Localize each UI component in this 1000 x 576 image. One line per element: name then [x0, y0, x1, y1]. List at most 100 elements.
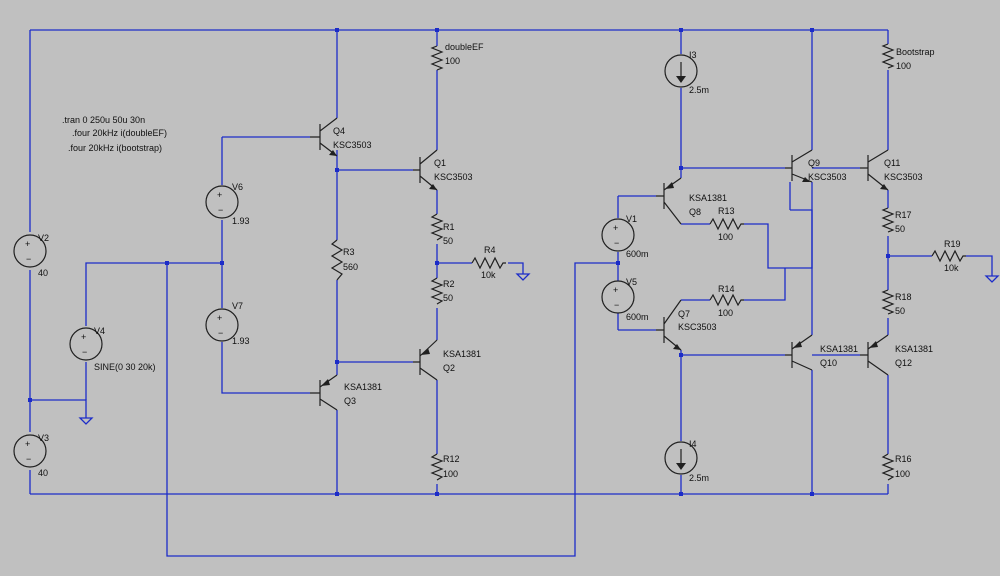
- resistor-r19: R19 10k: [931, 239, 966, 273]
- r16-value: 100: [895, 469, 910, 479]
- r13-value: 100: [718, 232, 733, 242]
- r18-label: R18: [895, 292, 912, 302]
- svg-text:−: −: [614, 238, 619, 248]
- transistor-q3: KSA1381 Q3: [310, 374, 382, 411]
- v2-value: 40: [38, 268, 48, 278]
- q3-label: Q3: [344, 396, 356, 406]
- junction-dots: [28, 28, 890, 496]
- r17-label: R17: [895, 210, 912, 220]
- resistor-r12: R12 100: [430, 453, 460, 481]
- q4-model: KSC3503: [333, 140, 372, 150]
- voltage-source-v6: + − V6 1.93: [205, 182, 250, 226]
- wires: [29, 29, 993, 557]
- v4-label: V4: [94, 326, 105, 336]
- r18-value: 50: [895, 306, 905, 316]
- transistor-q8: KSA1381 Q8: [656, 177, 727, 225]
- q12-model: KSA1381: [895, 344, 933, 354]
- v2-label: V2: [38, 233, 49, 243]
- transistor-q7: Q7 KSC3503: [656, 299, 717, 351]
- q2-model: KSA1381: [443, 349, 481, 359]
- voltage-source-v3: + − V3 40: [13, 433, 49, 478]
- svg-text:+: +: [217, 190, 222, 200]
- svg-text:−: −: [26, 254, 31, 264]
- directive-tran: .tran 0 250u 50u 30n: [62, 115, 145, 125]
- q7-label: Q7: [678, 309, 690, 319]
- transistor-q4: Q4 KSC3503: [310, 117, 372, 157]
- r1-label: R1: [443, 222, 455, 232]
- q10-model: KSA1381: [820, 344, 858, 354]
- i3-label: I3: [689, 50, 697, 60]
- ground-symbols: [78, 273, 1000, 425]
- v7-label: V7: [232, 301, 243, 311]
- q12-label: Q12: [895, 358, 912, 368]
- r19-value: 10k: [944, 263, 959, 273]
- voltage-source-v7: + − V7 1.93: [205, 301, 250, 346]
- voltage-source-v1: + − V1 600m: [601, 214, 649, 259]
- directive-four-bootstrap: .four 20kHz i(bootstrap): [68, 143, 162, 153]
- transistor-q11: Q11 KSC3503: [860, 149, 923, 191]
- q9-label: Q9: [808, 158, 820, 168]
- spice-directives: .tran 0 250u 50u 30n .four 20kHz i(doubl…: [62, 115, 167, 153]
- r2-value: 50: [443, 293, 453, 303]
- resistor-r16: R16 100: [881, 453, 912, 481]
- voltage-source-v5: + − V5 600m: [601, 277, 649, 322]
- r3-value: 560: [343, 262, 358, 272]
- resistor-r13: R13 100: [709, 206, 744, 242]
- svg-text:−: −: [218, 205, 223, 215]
- v6-label: V6: [232, 182, 243, 192]
- resistor-doubleef: doubleEF 100: [430, 42, 484, 71]
- voltage-source-v2: + − V2 40: [13, 233, 49, 278]
- r4-label: R4: [484, 245, 496, 255]
- svg-text:+: +: [81, 332, 86, 342]
- resistor-bootstrap: Bootstrap 100: [881, 43, 935, 71]
- v5-label: V5: [626, 277, 637, 287]
- i4-value: 2.5m: [689, 473, 709, 483]
- i3-value: 2.5m: [689, 85, 709, 95]
- svg-text:−: −: [614, 300, 619, 310]
- r14-label: R14: [718, 284, 735, 294]
- i4-label: I4: [689, 439, 697, 449]
- doubleef-label: doubleEF: [445, 42, 484, 52]
- v5-value: 600m: [626, 312, 649, 322]
- v6-value: 1.93: [232, 216, 250, 226]
- q4-label: Q4: [333, 126, 345, 136]
- v3-value: 40: [38, 468, 48, 478]
- resistor-r18: R18 50: [881, 289, 912, 316]
- q10-label: Q10: [820, 358, 837, 368]
- q1-label: Q1: [434, 158, 446, 168]
- v1-label: V1: [626, 214, 637, 224]
- q11-model: KSC3503: [884, 172, 923, 182]
- current-source-i3: I3 2.5m: [664, 50, 709, 95]
- doubleef-value: 100: [445, 56, 460, 66]
- q11-label: Q11: [884, 158, 900, 168]
- r12-label: R12: [443, 454, 460, 464]
- v7-value: 1.93: [232, 336, 250, 346]
- q7-model: KSC3503: [678, 322, 717, 332]
- svg-text:−: −: [218, 328, 223, 338]
- transistor-q9: Q9 KSC3503: [785, 149, 847, 183]
- resistor-r1: R1 50: [430, 213, 455, 246]
- v4-value: SINE(0 30 20k): [94, 362, 156, 372]
- transistor-q10: KSA1381 Q10: [785, 334, 858, 371]
- r13-label: R13: [718, 206, 735, 216]
- r14-value: 100: [718, 308, 733, 318]
- q1-model: KSC3503: [434, 172, 473, 182]
- r4-value: 10k: [481, 270, 496, 280]
- bootstrap-label: Bootstrap: [896, 47, 935, 57]
- r17-value: 50: [895, 224, 905, 234]
- r1-value: 50: [443, 236, 453, 246]
- v1-value: 600m: [626, 249, 649, 259]
- q3-model: KSA1381: [344, 382, 382, 392]
- transistor-q1: Q1 KSC3503: [413, 149, 473, 191]
- resistor-r2: R2 50: [430, 277, 455, 305]
- resistor-r4: R4 10k: [471, 245, 506, 280]
- q8-label: Q8: [689, 207, 701, 217]
- svg-text:+: +: [613, 223, 618, 233]
- resistor-r14: R14 100: [709, 284, 744, 318]
- v3-label: V3: [38, 433, 49, 443]
- q2-label: Q2: [443, 363, 455, 373]
- voltage-source-v4: + − V4 SINE(0 30 20k): [69, 326, 156, 372]
- r16-label: R16: [895, 454, 912, 464]
- svg-text:+: +: [217, 313, 222, 323]
